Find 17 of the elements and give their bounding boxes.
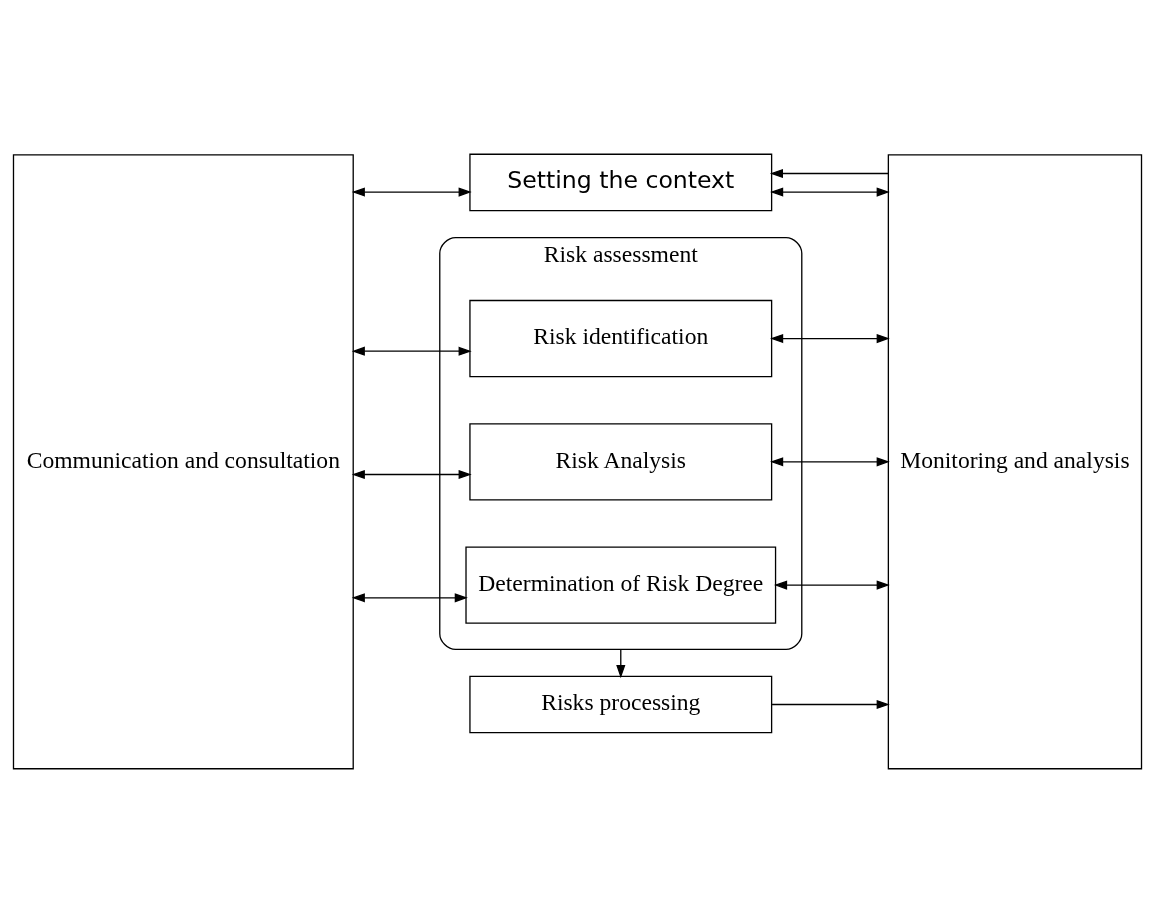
node-box: Risk identification	[469, 299, 773, 377]
arrow	[770, 333, 890, 343]
node-box: Communication and consultation	[12, 153, 354, 769]
arrow	[770, 186, 890, 197]
arrow	[770, 456, 890, 466]
arrow	[351, 469, 472, 479]
arrow	[769, 168, 889, 178]
node-box: Risks processing	[469, 675, 773, 733]
node-box: Risk Analysis	[469, 422, 773, 501]
arrow	[774, 580, 890, 590]
arrow	[351, 346, 472, 356]
node-box: Monitoring and analysis	[887, 153, 1143, 769]
node-box: Determination of Risk Degree	[465, 545, 777, 624]
arrow	[771, 699, 890, 709]
arrow	[351, 186, 472, 197]
node-box: Setting the context	[469, 153, 773, 211]
arrow	[351, 592, 468, 602]
